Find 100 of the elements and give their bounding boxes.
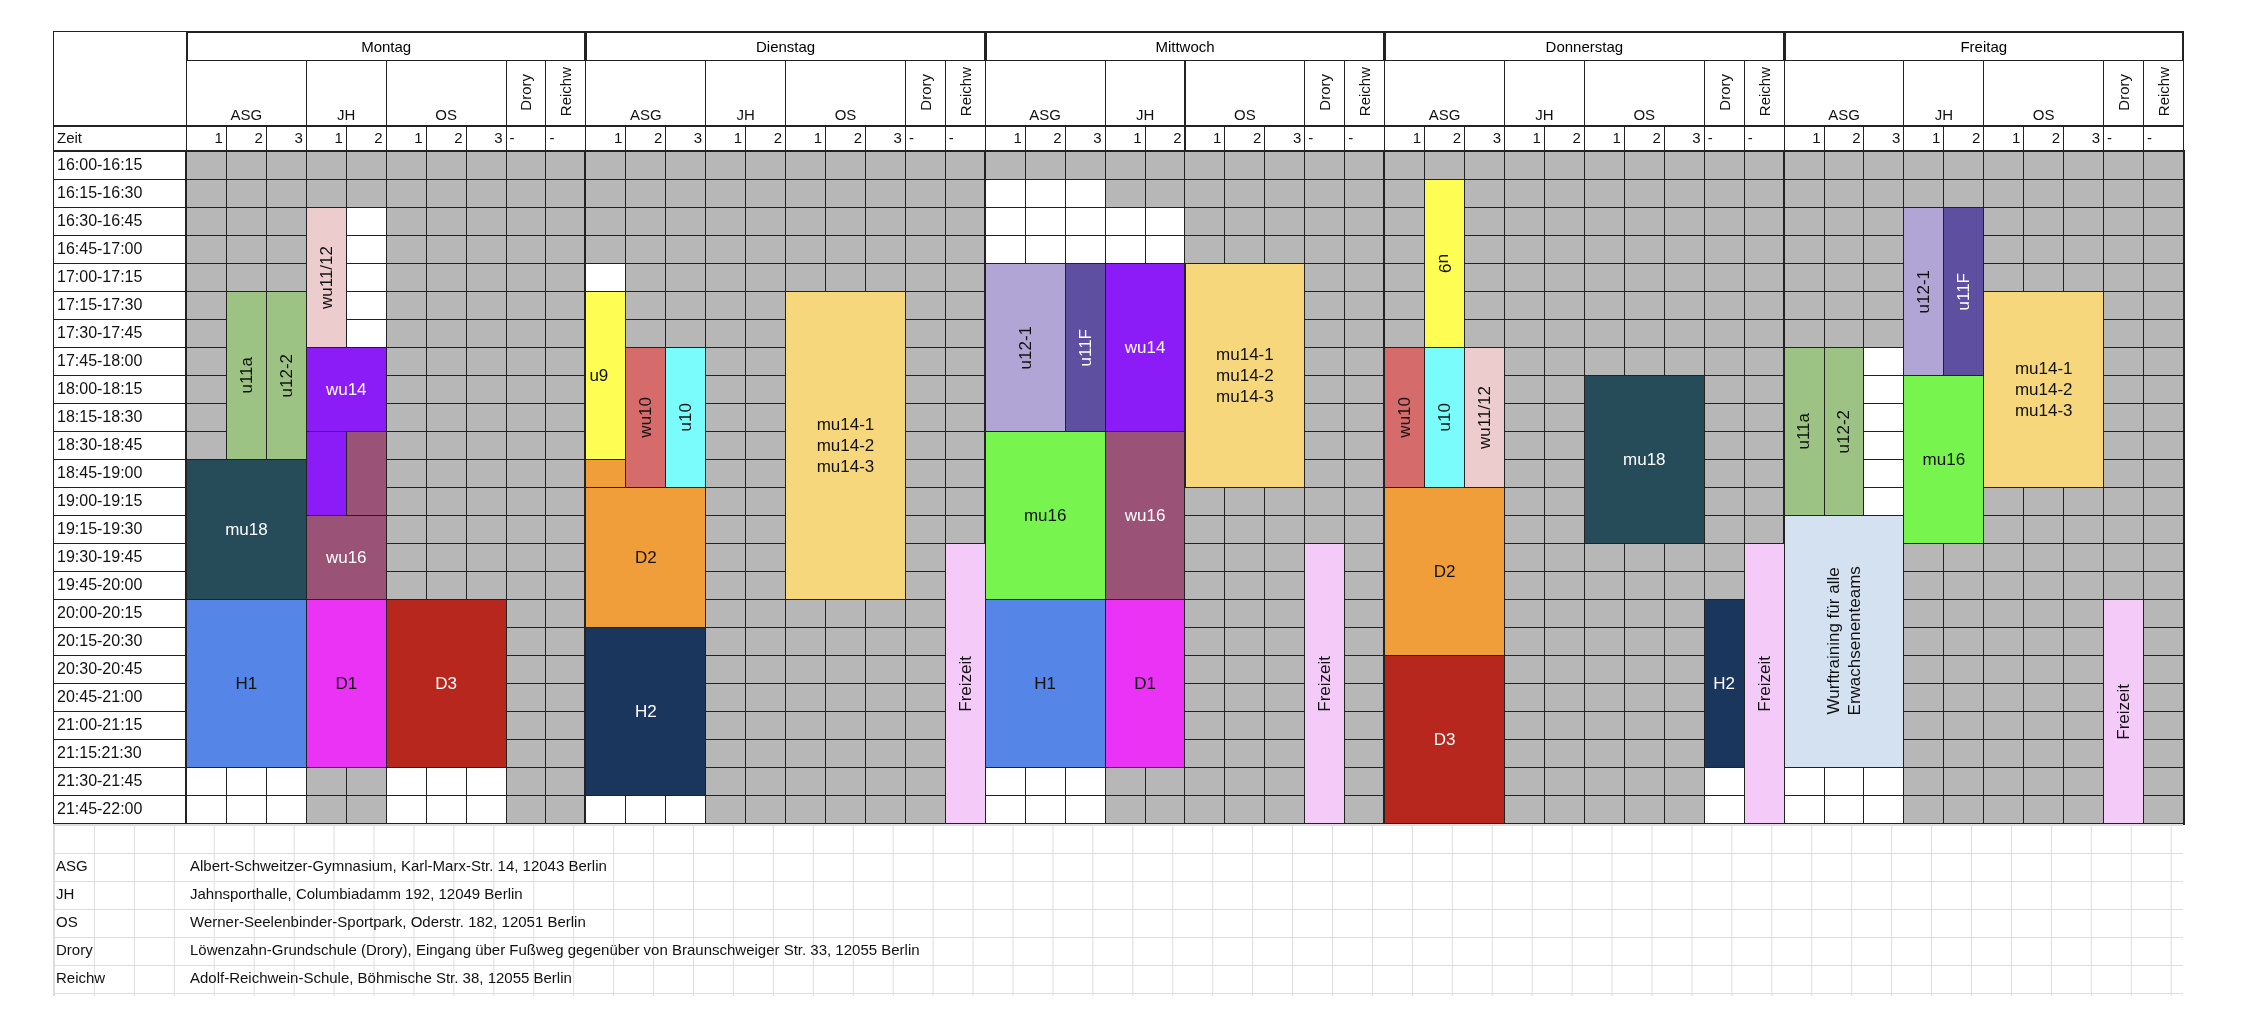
day-header: Dienstag [585,31,986,61]
training-label: mu14-3 [816,456,875,478]
venue-abbreviation: ASG [56,856,88,876]
training-block [385,599,507,768]
training-block [1983,291,2105,488]
training-label: u11F [1074,328,1096,367]
training-block [305,347,387,432]
training-label: u12-1 [1913,269,1935,314]
training-label: wu10 [1394,397,1416,438]
training-label: u12-2 [1833,409,1855,454]
venue-abbreviation: JH [56,884,75,904]
training-block [225,291,267,460]
training-block [305,599,387,768]
training-label: D2 [634,546,657,569]
training-block [984,431,1106,600]
venue-address: Jahnsporthalle, Columbiadamm 192, 12049 Berlin [190,884,523,904]
training-block [1384,347,1426,488]
training-block [585,291,627,460]
training-block [1903,207,1945,376]
training-block [625,347,667,488]
training-label: Wurftraining für alle Erwachsenenteams [1822,565,1865,719]
training-block [1903,375,1985,544]
venue-address: Werner-Seelenbinder-Sportpark, Oderstr. 182, 12051 Berlin [190,912,586,932]
training-label: D3 [1433,728,1456,751]
training-block [585,627,707,796]
training-block [1304,543,1346,824]
training-label: wu14 [1124,336,1166,359]
day-header: Montag [186,31,587,61]
day-header: Donnerstag [1384,31,1785,61]
training-label: u10 [1433,403,1455,432]
venue-address: Adolf-Reichwein-Schule, Böhmische Str. 38, 12055 Berlin [190,968,572,988]
training-block [1943,207,1985,376]
training-label: u11a [1793,413,1815,450]
training-label: Freizeit [1314,655,1336,712]
training-block [984,599,1106,768]
time-slot: 16:00-16:15 [53,151,187,180]
training-label: u12-1 [1014,325,1036,370]
venue-abbreviation: Drory [56,940,93,960]
training-block [1743,543,1785,824]
training-label: wu16 [325,546,367,569]
court-number: - [2143,126,2184,151]
training-block [305,515,387,600]
training-block [1464,347,1505,488]
training-block [186,459,307,600]
training-block [265,291,307,460]
training-label: mu14-2 [2014,378,2073,401]
training-block [1424,179,1466,348]
training-block [1703,599,1745,768]
training-label: mu14-3 [1216,386,1274,408]
training-block [1064,263,1106,432]
training-block [305,207,347,348]
training-block [1104,599,1186,768]
training-label: wu11/12 [315,246,337,309]
training-label: D2 [1433,560,1456,583]
training-label: mu16 [1922,448,1966,471]
training-label: mu14-1 [816,413,875,435]
training-label: u9 [1434,254,1456,273]
training-label: u10 [675,403,697,432]
training-label: u11a [235,357,257,394]
training-label: wu10 [635,397,657,438]
training-block [1783,515,1905,768]
training-label: wu11/12 [1473,386,1495,449]
training-label: H2 [1713,672,1736,695]
training-block [1184,263,1306,488]
training-label: H1 [235,672,258,695]
training-label: Freizeit [2112,683,2134,740]
training-label: mu14-2 [816,434,875,457]
training-block [585,487,707,628]
venue-header: OS [1184,60,1306,126]
training-block [1823,347,1865,516]
training-label: wu16 [1124,504,1166,527]
training-label: mu14-1 [1216,343,1274,365]
training-block [1104,263,1186,432]
training-label: wu14 [325,378,367,401]
training-label: u12-2 [275,353,297,398]
training-label: D1 [335,672,358,695]
training-block [665,347,707,488]
training-label: Freizeit [954,655,976,712]
venue-abbreviation: Reichw [56,968,106,988]
training-label: u9 [589,364,609,387]
training-block [1783,347,1825,516]
day-header: Mittwoch [984,31,1386,61]
training-label: H1 [1034,672,1057,695]
training-label: D1 [1134,672,1156,695]
training-label: D3 [435,672,457,695]
training-label: Freizeit [1753,655,1775,712]
empty-booking-block [345,431,387,516]
training-block [1104,431,1186,600]
training-label: mu14-3 [2014,400,2073,422]
training-label: mu16 [1023,504,1067,527]
venue-address: Albert-Schweitzer-Gymnasium, Karl-Marx-Str. 14, 12043 Berlin [190,856,607,876]
empty-booking-block [305,431,347,516]
day-header: Freitag [1783,31,2184,61]
training-label: u11F [1953,272,1975,311]
training-label: mu14-1 [2014,357,2073,379]
venue-address: Löwenzahn-Grundschule (Drory), Eingang über Fußweg gegenüber von Braunschweiger Str. 33, 12055 Berlin [190,940,920,960]
training-block [944,543,986,824]
time-slot: 21:45-22:00 [53,795,187,824]
training-block [785,291,906,600]
venue-abbreviation: OS [56,912,78,932]
